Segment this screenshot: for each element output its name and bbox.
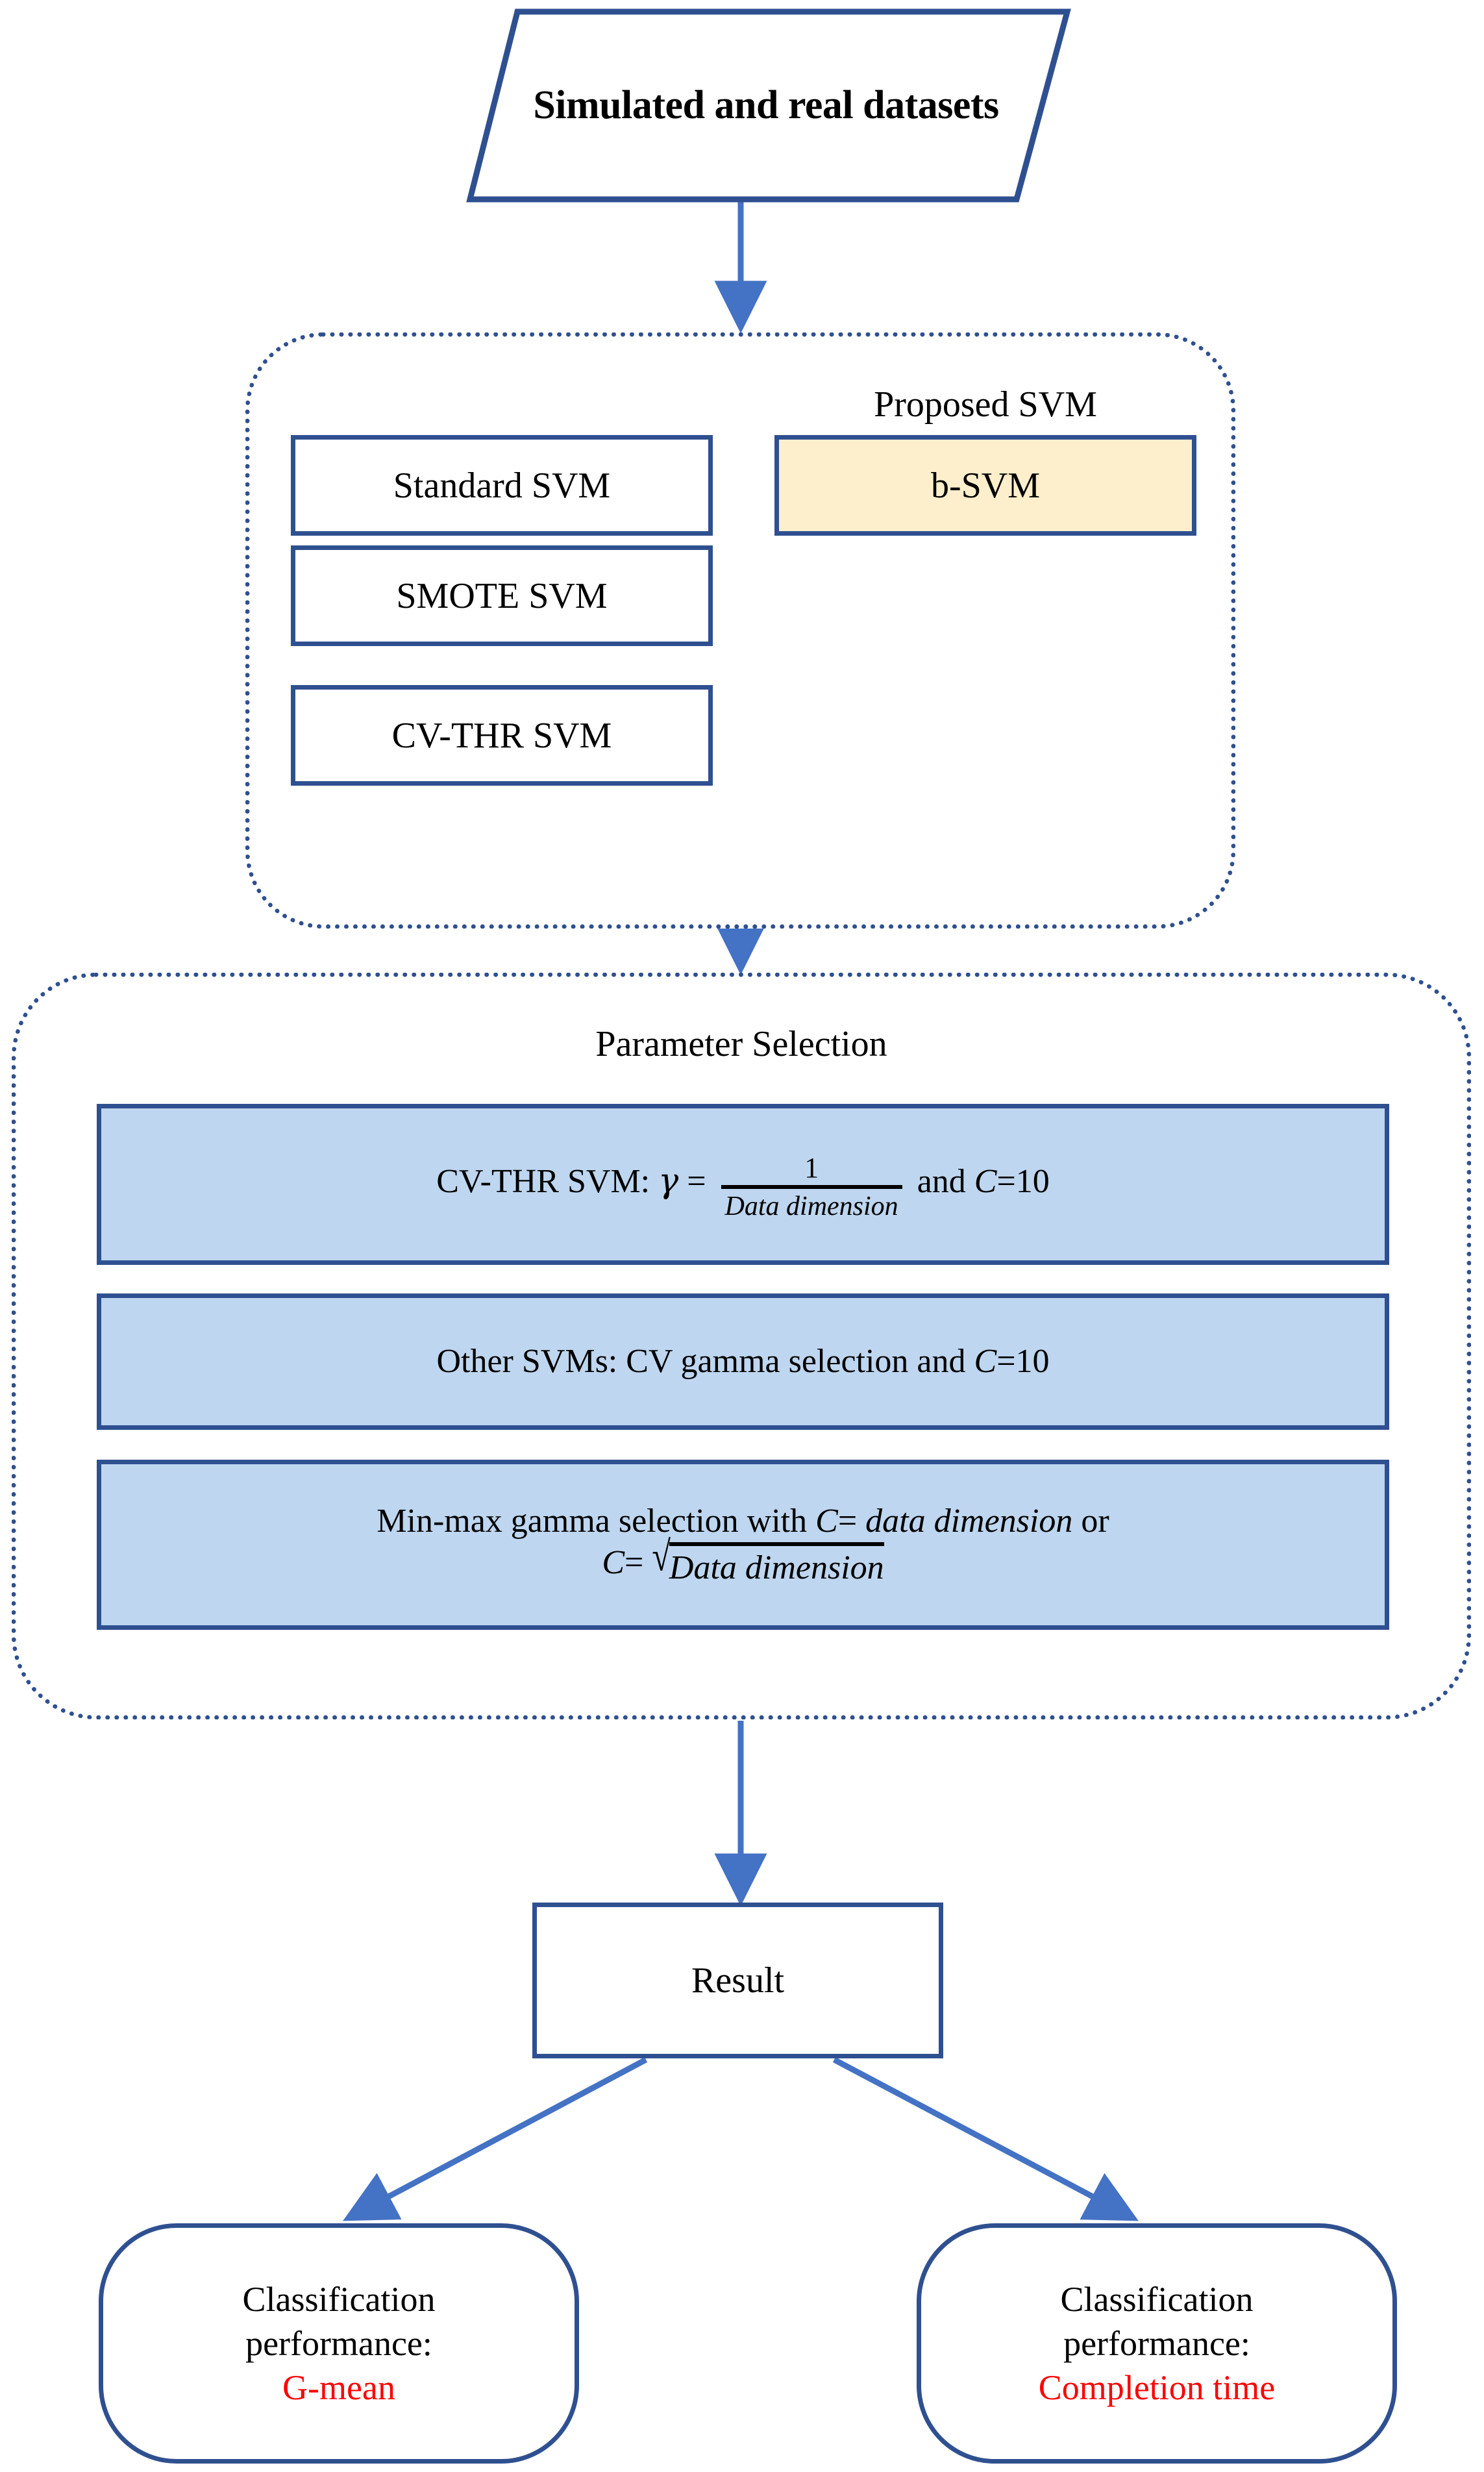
outcome-node-g-mean-content: Classification performance: G-mean [103, 2277, 575, 2410]
outcome-completion-time-line2: performance: [1063, 2323, 1250, 2363]
param3-line2: C= √Data dimension [602, 1536, 884, 1589]
param1-and: and [908, 1162, 974, 1200]
param1-c-value: =10 [996, 1162, 1050, 1200]
parameter-box-min-max-gamma[interactable]: Min-max gamma selection with C= data dim… [97, 1460, 1389, 1630]
param3-line1-suffix: or [1072, 1503, 1109, 1540]
model-box-standard-svm[interactable]: Standard SVM [291, 435, 713, 536]
param1-fraction-numerator: 1 [804, 1152, 819, 1184]
param3-line1-prefix: Min-max gamma selection with [377, 1503, 816, 1540]
param3-line1-c-equals: = [837, 1503, 866, 1540]
parameter-box-min-max-gamma-content: Min-max gamma selection with C= data dim… [101, 1501, 1385, 1588]
param1-gamma-symbol: γ [658, 1161, 679, 1201]
parameter-box-other-svms[interactable]: Other SVMs: CV gamma selection and C=10 [97, 1293, 1389, 1430]
model-box-standard-svm-label: Standard SVM [393, 465, 611, 506]
outcome-node-completion-time[interactable]: Classification performance: Completion t… [917, 2223, 1397, 2464]
outcome-g-mean-line2: performance: [245, 2323, 432, 2363]
param2-c-value: =10 [996, 1343, 1050, 1380]
model-box-smote-svm[interactable]: SMOTE SVM [291, 545, 713, 646]
outcome-g-mean-line1: Classification [242, 2279, 436, 2319]
param3-radicand: Data dimension [669, 1542, 884, 1588]
outcome-node-completion-time-content: Classification performance: Completion t… [921, 2277, 1392, 2410]
edge-result-to-gmean [343, 2057, 648, 2221]
input-data-node[interactable]: Simulated and real datasets [454, 6, 1078, 205]
param3-line1-c-value: data dimension [865, 1503, 1073, 1540]
param1-fraction-denominator: Data dimension [721, 1185, 902, 1220]
param3-line2-equals: = [625, 1543, 652, 1581]
param3-line2-c-symbol: C [602, 1543, 625, 1581]
model-box-smote-svm-label: SMOTE SVM [396, 575, 608, 616]
outcome-node-g-mean[interactable]: Classification performance: G-mean [99, 2223, 579, 2464]
model-box-b-svm-label: b-SVM [930, 465, 1041, 506]
result-node[interactable]: Result [532, 1903, 943, 2058]
parallelogram-shape [466, 8, 1071, 203]
outcome-g-mean-metric: G-mean [282, 2368, 395, 2408]
param2-c-symbol: C [974, 1343, 997, 1380]
param3-line1-c-symbol: C [815, 1503, 838, 1540]
edge-result-to-completion-time [832, 2057, 1139, 2221]
input-data-label: Simulated and real datasets [533, 82, 999, 127]
outcome-completion-time-line1: Classification [1060, 2279, 1254, 2319]
radical-icon: √ [652, 1534, 671, 1580]
model-box-cv-thr-svm[interactable]: CV-THR SVM [291, 685, 713, 786]
result-node-label: Result [691, 1960, 785, 2001]
parameter-selection-heading: Parameter Selection [595, 1024, 887, 1064]
param1-equals: = [678, 1162, 715, 1200]
param3-square-root: √Data dimension [652, 1536, 884, 1588]
param2-text: Other SVMs: CV gamma selection and [436, 1343, 974, 1380]
proposed-svm-caption: Proposed SVM [874, 384, 1097, 425]
param1-c-symbol: C [974, 1162, 997, 1200]
model-box-b-svm[interactable]: b-SVM [774, 435, 1196, 536]
model-box-cv-thr-svm-label: CV-THR SVM [391, 715, 612, 756]
parameter-box-other-svms-content: Other SVMs: CV gamma selection and C=10 [101, 1341, 1385, 1382]
outcome-completion-time-metric: Completion time [1038, 2368, 1276, 2408]
param3-line1: Min-max gamma selection with C= data dim… [377, 1501, 1109, 1542]
models-group-container [245, 332, 1235, 929]
param1-prefix: CV-THR SVM: [436, 1162, 659, 1200]
